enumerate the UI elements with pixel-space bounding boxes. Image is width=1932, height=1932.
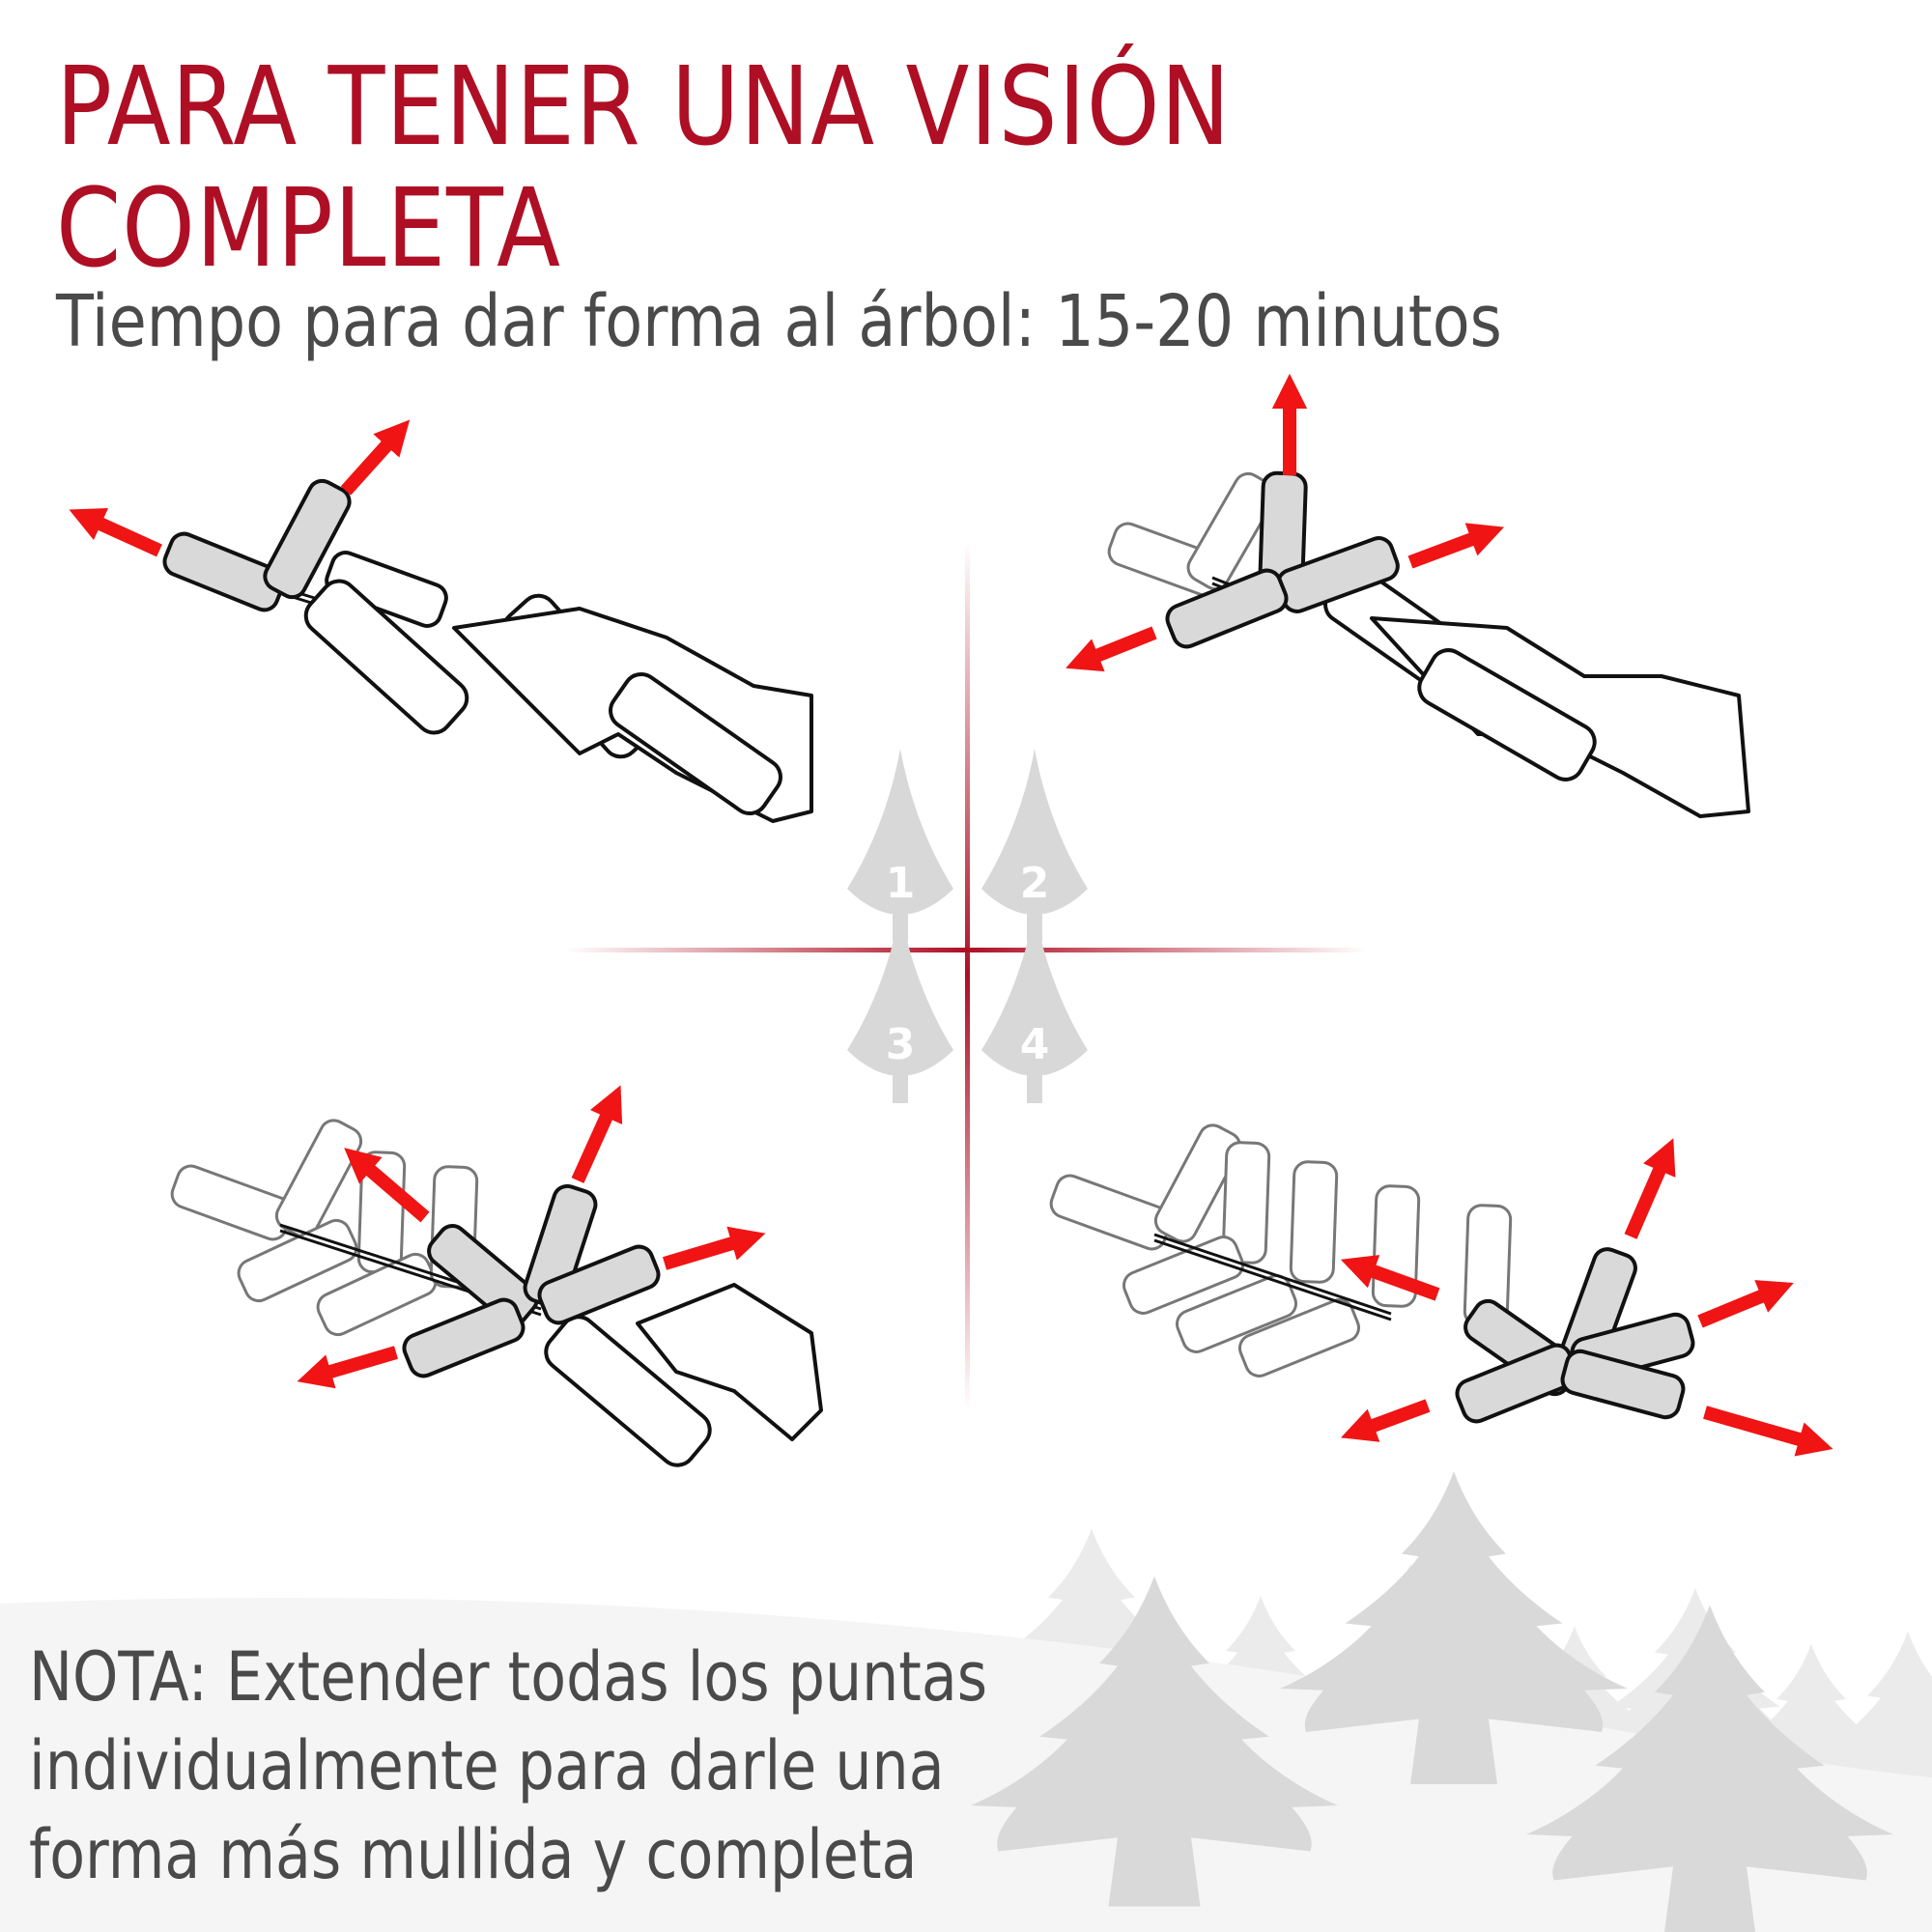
title-line-2: COMPLETA [56, 166, 561, 292]
title-line-1: PARA TENER UNA VISIÓN [56, 44, 1232, 170]
arrow-icon [571, 1085, 623, 1183]
snow-ground [0, 1598, 1932, 1932]
arrow-icon [297, 1346, 398, 1389]
arrow-icon [69, 507, 162, 557]
step-3-icon: 3 [847, 910, 953, 1103]
step-2-icon: 2 [981, 749, 1088, 942]
shaping-time-subtitle: Tiempo para dar forma al árbol: 15-20 mi… [56, 280, 1502, 363]
arrow-icon [1065, 626, 1157, 672]
svg-text:1: 1 [886, 859, 916, 908]
arrow-icon [1697, 1280, 1794, 1328]
step-4-branch [1045, 1119, 1833, 1457]
svg-text:2: 2 [1020, 859, 1050, 908]
step-1-branch [69, 419, 813, 823]
step-3-branch [166, 1085, 823, 1475]
arrow-icon [344, 1148, 430, 1223]
svg-text:4: 4 [1020, 1020, 1050, 1069]
note-line-2: individualmente para darle una [29, 1726, 945, 1805]
svg-text:3: 3 [886, 1020, 916, 1069]
vertical-divider [965, 541, 970, 1410]
arrow-icon [662, 1226, 766, 1270]
arrow-icon [1407, 523, 1505, 569]
step-2-branch [1065, 373, 1750, 818]
shaping-note: NOTA: Extender todas los puntas individu… [29, 1633, 987, 1899]
arrow-icon [1340, 1255, 1440, 1301]
note-line-1: NOTA: Extender todas los puntas [29, 1637, 988, 1717]
page-title: PARA TENER UNA VISIÓN COMPLETA [56, 46, 1231, 290]
note-line-3: forma más mullida y completa [29, 1815, 918, 1894]
arrow-icon [340, 419, 411, 496]
arrow-icon [1624, 1138, 1676, 1239]
arrow-icon [1340, 1399, 1431, 1442]
step-4-icon: 4 [981, 910, 1088, 1103]
arrow-icon [1703, 1406, 1833, 1457]
step-1-icon: 1 [847, 749, 953, 942]
